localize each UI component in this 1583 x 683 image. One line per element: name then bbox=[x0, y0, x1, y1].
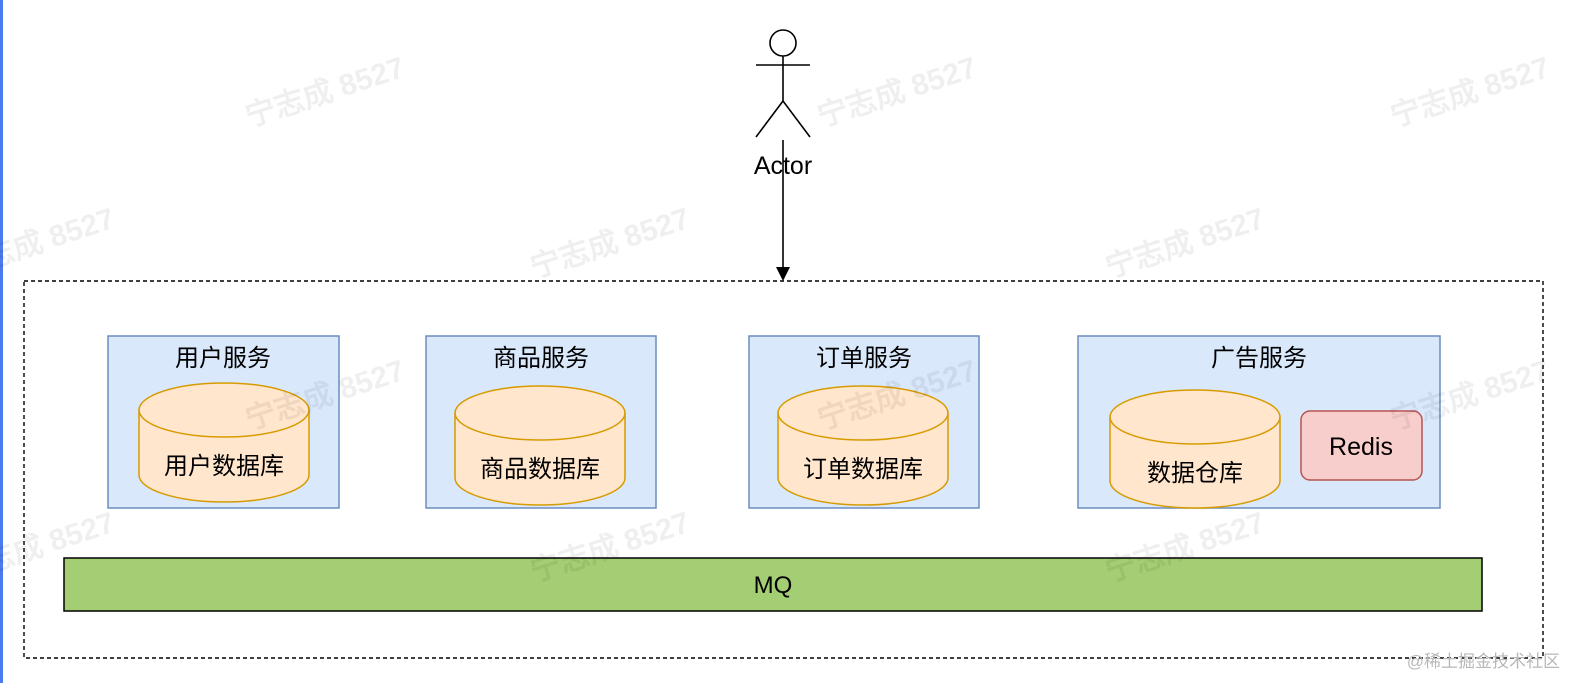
service-user: 用户服务 用户数据库 bbox=[107, 335, 340, 509]
database-cylinder bbox=[777, 385, 949, 506]
service-title: 用户服务 bbox=[175, 345, 271, 372]
service-title: 广告服务 bbox=[1211, 345, 1307, 372]
database-cylinder bbox=[1109, 389, 1281, 509]
database-label: 订单数据库 bbox=[803, 456, 923, 483]
database-label: 数据仓库 bbox=[1147, 460, 1243, 487]
mq-bar bbox=[63, 557, 1483, 612]
database-cylinder bbox=[138, 382, 310, 503]
source-watermark: @稀土掘金技术社区 bbox=[1407, 652, 1560, 671]
database-label: 用户数据库 bbox=[164, 453, 284, 480]
actor bbox=[755, 29, 811, 138]
service-title: 订单服务 bbox=[816, 345, 912, 372]
actor-arrow bbox=[776, 140, 790, 281]
redis-box bbox=[1300, 410, 1423, 481]
service-title: 商品服务 bbox=[493, 345, 589, 372]
service-ads: 广告服务 数据仓库 Redis bbox=[1077, 335, 1441, 509]
redis-label: Redis bbox=[1329, 433, 1393, 461]
database-cylinder bbox=[454, 385, 626, 506]
database-label: 商品数据库 bbox=[480, 456, 600, 483]
service-order: 订单服务 订单数据库 bbox=[748, 335, 980, 509]
mq-label: MQ bbox=[754, 572, 793, 599]
left-edge-line bbox=[0, 0, 3, 683]
stick-figure-icon bbox=[755, 29, 811, 138]
system-boundary bbox=[23, 280, 1544, 659]
service-product: 商品服务 商品数据库 bbox=[425, 335, 657, 509]
